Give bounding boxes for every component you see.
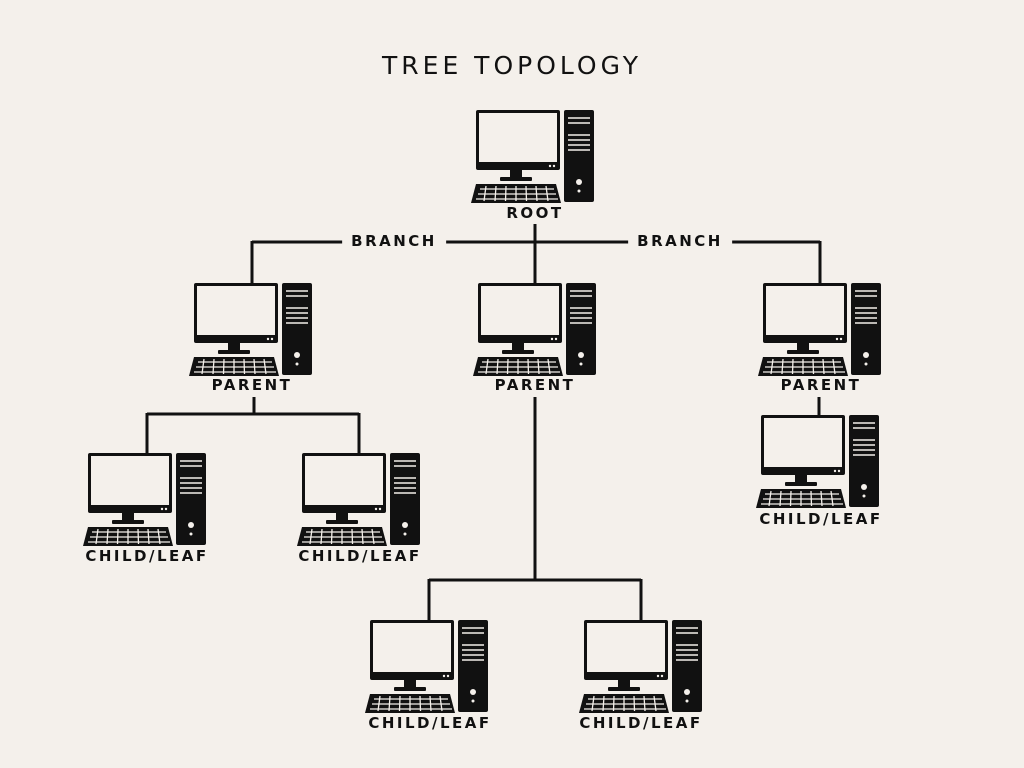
leaf-2-computer-icon xyxy=(296,452,421,547)
parent-center-label: PARENT xyxy=(494,376,576,394)
leaf-2-label: CHILD/LEAF xyxy=(298,547,422,565)
parent-left-computer-icon xyxy=(188,282,313,377)
parent-center-computer-icon xyxy=(472,282,597,377)
leaf-4-computer-icon xyxy=(578,619,703,714)
leaf-3-computer-icon xyxy=(364,619,489,714)
parent-left-label: PARENT xyxy=(211,376,293,394)
diagram-title: TREE TOPOLOGY xyxy=(382,51,642,80)
branch-label-right: BRANCH xyxy=(628,234,732,249)
leaf-5-computer-icon xyxy=(755,414,880,509)
leaf-3-label: CHILD/LEAF xyxy=(368,714,492,732)
parent-right-computer-icon xyxy=(757,282,882,377)
leaf-5-label: CHILD/LEAF xyxy=(759,510,883,528)
leaf-1-computer-icon xyxy=(82,452,207,547)
root-label: ROOT xyxy=(506,204,564,222)
leaf-1-label: CHILD/LEAF xyxy=(85,547,209,565)
branch-label-left: BRANCH xyxy=(342,234,446,249)
leaf-4-label: CHILD/LEAF xyxy=(579,714,703,732)
parent-right-label: PARENT xyxy=(780,376,862,394)
root-computer-icon xyxy=(470,109,595,204)
